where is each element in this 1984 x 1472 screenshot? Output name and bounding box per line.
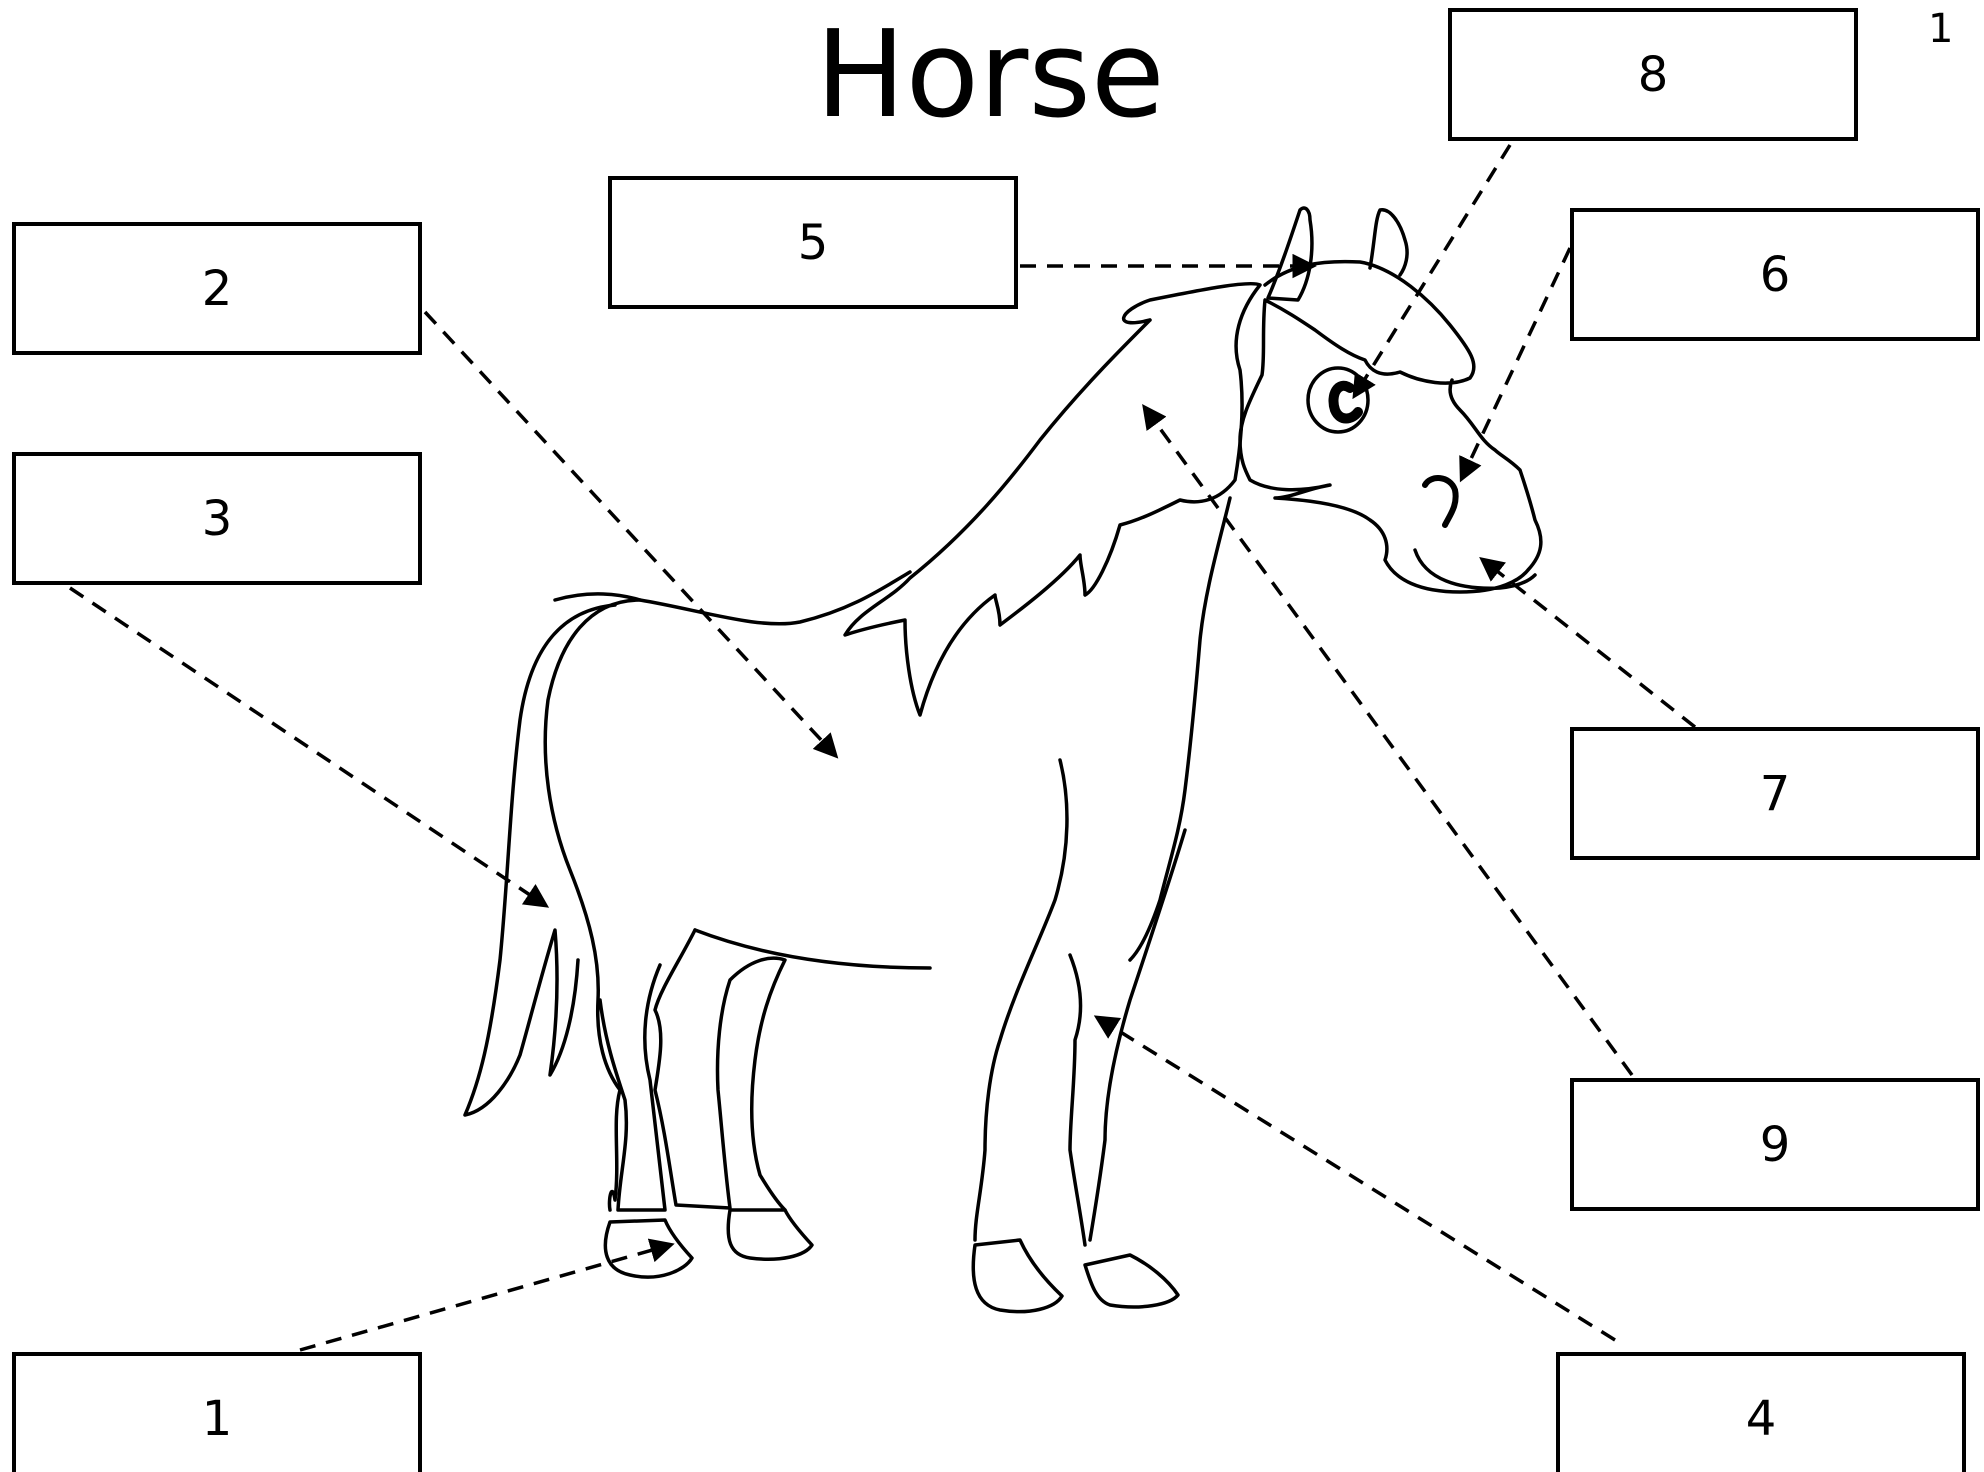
horse-front-leg-near-outline bbox=[1068, 828, 1187, 1247]
horse-chest-outline bbox=[1128, 496, 1232, 962]
horse-tail-outline bbox=[463, 603, 617, 1117]
label-box-4[interactable]: 4 bbox=[1556, 1352, 1966, 1472]
horse-belly-outline bbox=[693, 928, 932, 970]
label-number-7: 7 bbox=[1759, 765, 1791, 822]
label-box-6[interactable]: 6 bbox=[1570, 208, 1980, 341]
label-number-4: 4 bbox=[1745, 1390, 1777, 1447]
label-box-9[interactable]: 9 bbox=[1570, 1078, 1980, 1211]
horse-rump-outline bbox=[543, 598, 642, 1212]
horse-mane-outline bbox=[843, 281, 1262, 717]
label-number-2: 2 bbox=[201, 260, 233, 317]
label-box-1[interactable]: 1 bbox=[12, 1352, 422, 1472]
horse-front-leg-far-outline bbox=[973, 758, 1069, 1242]
label-box-7[interactable]: 7 bbox=[1570, 727, 1980, 860]
horse-hoof-far-front-outline bbox=[971, 1238, 1064, 1314]
leader-line-9 bbox=[1142, 404, 1634, 1077]
page-title: Horse bbox=[815, 6, 1165, 145]
leader-line-3 bbox=[69, 586, 550, 908]
label-box-2[interactable]: 2 bbox=[12, 222, 422, 355]
label-number-9: 9 bbox=[1759, 1116, 1791, 1173]
label-number-3: 3 bbox=[201, 490, 233, 547]
horse-eye-left-pupil bbox=[1328, 380, 1363, 424]
horse-illustration bbox=[463, 206, 1543, 1314]
horse-hind-leg-near-outline bbox=[653, 928, 787, 1212]
horse-mouth-outline bbox=[1413, 548, 1537, 590]
leader-line-7 bbox=[1479, 556, 1697, 729]
label-number-1: 1 bbox=[201, 1390, 233, 1447]
label-number-8: 8 bbox=[1637, 46, 1669, 103]
leader-line-8 bbox=[1352, 144, 1512, 400]
horse-eye-left-outline bbox=[1306, 366, 1370, 434]
horse-back-outline bbox=[553, 570, 912, 626]
leader-lines bbox=[69, 144, 1697, 1352]
leader-line-6 bbox=[1459, 247, 1572, 483]
label-box-8[interactable]: 8 bbox=[1448, 8, 1858, 141]
horse-hoof-far-hind-outline bbox=[603, 1218, 694, 1279]
horse-hoof-near-front-outline bbox=[1083, 1253, 1180, 1309]
label-box-5[interactable]: 5 bbox=[608, 176, 1018, 309]
leader-line-1 bbox=[299, 1238, 675, 1352]
page-number: 1 bbox=[1928, 6, 1954, 52]
leader-line-2 bbox=[423, 310, 839, 759]
horse-ear-right-outline bbox=[1368, 208, 1409, 277]
horse-nostril-outline bbox=[1422, 475, 1459, 528]
horse-hind-leg-far-outline bbox=[598, 963, 667, 1212]
leader-line-4 bbox=[1093, 1015, 1616, 1342]
horse-hoof-near-hind-outline bbox=[726, 1208, 814, 1261]
horse-head-outline bbox=[1238, 259, 1543, 594]
label-number-5: 5 bbox=[797, 214, 829, 271]
horse-ear-left-outline bbox=[1266, 206, 1314, 302]
label-number-6: 6 bbox=[1759, 246, 1791, 303]
label-box-3[interactable]: 3 bbox=[12, 452, 422, 585]
